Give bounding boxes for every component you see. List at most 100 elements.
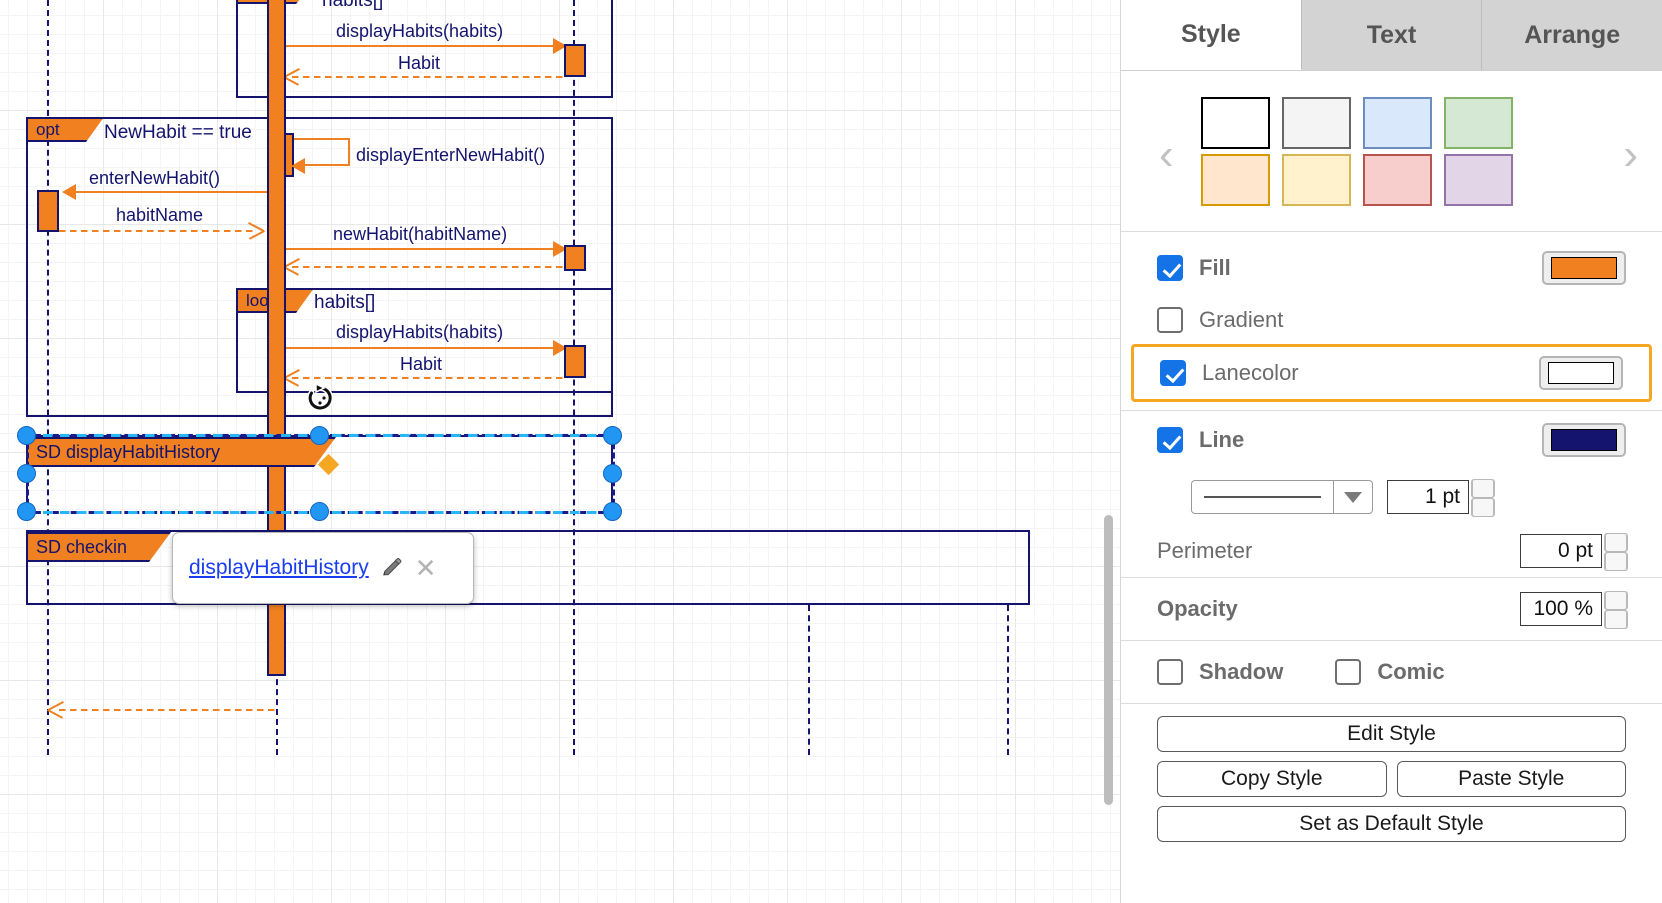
line-style-dropdown[interactable] [1333,481,1372,513]
line-color-button[interactable] [1542,423,1626,457]
perimeter-stepper-down[interactable] [1604,552,1628,571]
swatch-red[interactable] [1363,154,1432,206]
line-width-stepper-up[interactable] [1471,479,1495,498]
line-label: Line [1199,427,1245,452]
resize-handle-top-center[interactable] [310,426,329,445]
diagram-canvas[interactable]: loop habits[] displayHabits(habits) Habi… [0,0,1120,903]
tab-arrange[interactable]: Arrange [1482,0,1662,70]
line-style-select[interactable] [1191,480,1373,514]
opacity-stepper[interactable] [1604,591,1628,629]
copy-paste-style-row: Copy Style Paste Style [1121,761,1662,797]
line-width-stepper[interactable] [1471,479,1495,517]
line-style-preview [1204,496,1321,498]
line-checkbox[interactable] [1157,427,1183,453]
copy-style-button[interactable]: Copy Style [1157,761,1387,797]
swatch-purple[interactable] [1444,154,1513,206]
close-icon[interactable]: ✕ [414,553,437,583]
canvas-vertical-scrollbar[interactable] [1104,515,1113,805]
perimeter-input[interactable]: 0 pt [1520,534,1602,568]
self-message-loop [294,138,350,166]
resize-handle-middle-right[interactable] [603,464,622,483]
fragment-tag-sd-checkin[interactable]: SD checkin [26,532,171,562]
perimeter-row: Perimeter 0 pt [1121,525,1662,577]
swatch-orange[interactable] [1201,154,1270,206]
message-label-display-habits-2: displayHabits(habits) [336,322,504,342]
lanecolor-checkbox[interactable] [1160,360,1186,386]
message-label-enter-new-habit: enterNewHabit() [89,168,221,188]
swatch-blue[interactable] [1363,97,1432,149]
opacity-input[interactable]: 100 % [1520,592,1602,626]
fragment-cond-opt: NewHabit == true [104,122,252,143]
paste-style-button[interactable]: Paste Style [1396,761,1626,797]
arrowhead-right-2 [553,241,567,257]
resize-handle-bottom-center[interactable] [310,502,329,521]
effects-row: Shadow Comic [1121,641,1662,703]
fill-color-button[interactable] [1542,251,1626,285]
opacity-stepper-down[interactable] [1604,610,1628,629]
arrowhead-open-right-1 [248,222,264,238]
line-style-row: 1 pt [1121,469,1662,525]
rotate-cursor-icon [307,382,334,411]
fill-color-chip [1551,257,1617,279]
format-panel: Style Text Arrange ‹ › Fill [1120,0,1662,903]
activation-bar-main [267,0,286,676]
tab-text[interactable]: Text [1301,0,1483,70]
message-label-display-enter-new-habit: displayEnterNewHabit() [356,145,546,165]
swatch-prev-icon[interactable]: ‹ [1159,130,1174,179]
effects-section: Shadow Comic [1121,641,1662,704]
fragment-cond-loop-top: habits[] [322,0,384,11]
fragment-tag-sd-display-habit-history[interactable]: SD displayHabitHistory [26,437,336,467]
resize-handle-middle-left[interactable] [17,464,36,483]
link-popup[interactable]: displayHabitHistory ✕ [172,532,474,604]
fragment-sd-checkin[interactable] [26,530,1030,605]
comic-label: Comic [1377,659,1445,684]
resize-handle-bottom-left[interactable] [17,502,36,521]
swatch-grid [1201,97,1524,210]
lifeline-1 [47,0,49,755]
lifeline-4 [808,605,810,755]
arrowhead-open-left-1 [284,68,300,84]
message-label-habit-name: habitName [116,205,204,225]
opacity-section: Opacity 100 % [1121,578,1662,641]
fragment-loop-top [236,0,613,98]
perimeter-stepper[interactable] [1604,533,1628,571]
fill-label: Fill [1199,255,1231,280]
message-arrow-enter-new-habit [70,191,276,193]
line-width-input[interactable]: 1 pt [1387,480,1469,514]
resize-handle-bottom-right[interactable] [603,502,622,521]
fill-checkbox[interactable] [1157,255,1183,281]
opacity-row: Opacity 100 % [1121,578,1662,640]
set-default-style-row: Set as Default Style [1121,806,1662,842]
message-arrow-bottom-return [59,709,277,711]
swatch-yellow[interactable] [1282,154,1351,206]
edit-style-row: Edit Style [1121,716,1662,752]
activation-bar-1 [564,44,586,77]
arrowhead-open-left-3 [284,369,300,385]
lanecolor-row[interactable]: Lanecolor [1131,344,1652,402]
gradient-checkbox[interactable] [1157,307,1183,333]
popup-link[interactable]: displayHabitHistory [189,556,369,579]
arrowhead-open-left-4 [48,701,64,717]
edit-style-button[interactable]: Edit Style [1157,716,1626,752]
resize-handle-top-right[interactable] [603,426,622,445]
message-arrow-habit-1 [292,76,566,78]
swatch-next-icon[interactable]: › [1623,130,1638,179]
line-width-stepper-down[interactable] [1471,498,1495,517]
set-default-style-button[interactable]: Set as Default Style [1157,806,1626,842]
lanecolor-color-button[interactable] [1539,356,1623,390]
perimeter-stepper-up[interactable] [1604,533,1628,552]
tab-style[interactable]: Style [1121,0,1302,70]
message-label-habit-1: Habit [398,53,441,73]
line-row: Line [1121,411,1662,469]
comic-checkbox[interactable] [1335,659,1362,685]
swatch-green[interactable] [1444,97,1513,149]
message-label-display-habits-1: displayHabits(habits) [336,21,504,41]
shadow-checkbox[interactable] [1157,659,1183,685]
message-arrow-habit-2 [292,377,566,379]
swatch-light-gray[interactable] [1282,97,1351,149]
resize-handle-top-left[interactable] [17,426,36,445]
message-arrow-display-habits-2 [286,347,561,349]
swatch-white[interactable] [1201,97,1270,149]
opacity-stepper-up[interactable] [1604,591,1628,610]
pencil-icon[interactable] [381,557,403,579]
